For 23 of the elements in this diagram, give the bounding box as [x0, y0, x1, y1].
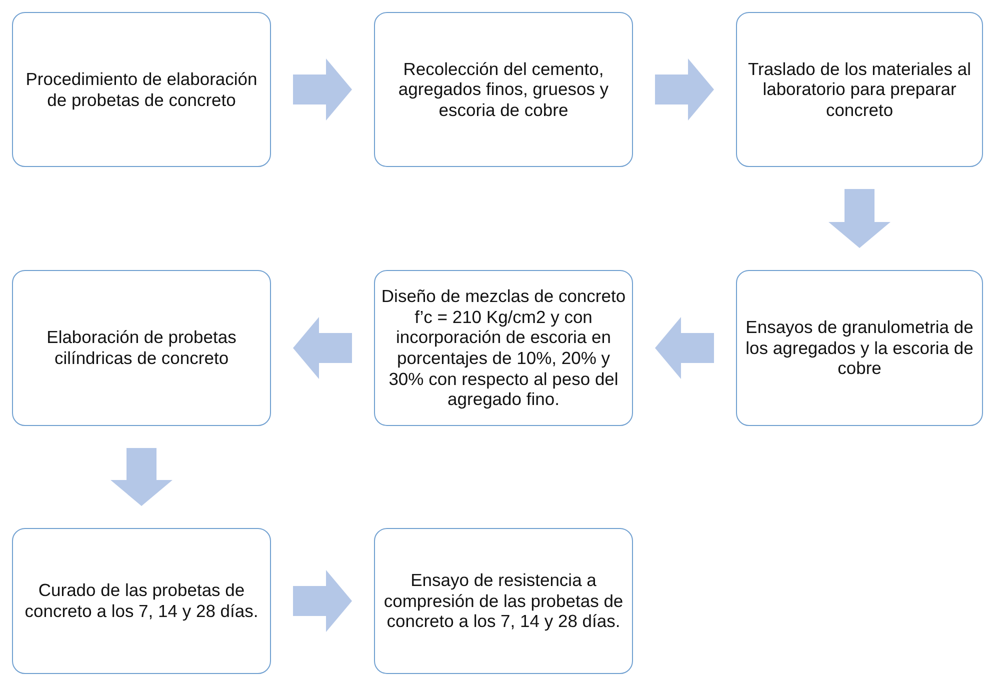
- step-text: Curado de las probetas de concreto a los 7, 14 y 28 días.: [24, 580, 260, 622]
- step-text: Diseño de mezclas de concreto f’c = 210 Kg/cm2 y con incorporación de escoria en porcentajes de 10%, 20% y 30% con respecto al peso del agregado fino.: [380, 286, 627, 410]
- block-arrow: [293, 317, 352, 379]
- block-arrow: [655, 58, 714, 120]
- block-arrow: [655, 317, 714, 379]
- process-box: [736, 12, 983, 167]
- process-box: [12, 12, 271, 167]
- process-box: [736, 270, 983, 426]
- process-box: [12, 270, 271, 426]
- block-arrow: [110, 448, 172, 506]
- process-box: [374, 12, 633, 167]
- process-box: [12, 528, 271, 674]
- block-arrow: [293, 570, 352, 632]
- process-box: [374, 270, 633, 426]
- block-arrow: [828, 189, 890, 248]
- step-text: Ensayo de resistencia a compresión de las probetas de concreto a los 7, 14 y 28 días.: [382, 570, 624, 632]
- step-text: Ensayos de granulometria de los agregados y la escoria de cobre: [744, 317, 974, 379]
- step-text: Traslado de los materiales al laboratorio para preparar concreto: [746, 58, 972, 120]
- step-text: Recolección del cemento, agregados finos, gruesos y escoria de cobre: [397, 58, 610, 120]
- step-text: Procedimiento de elaboración de probetas de concreto: [24, 68, 258, 110]
- block-arrow: [293, 58, 352, 120]
- process-box: [374, 528, 633, 674]
- step-text: Elaboración de probetas cilíndricas de concreto: [46, 327, 238, 369]
